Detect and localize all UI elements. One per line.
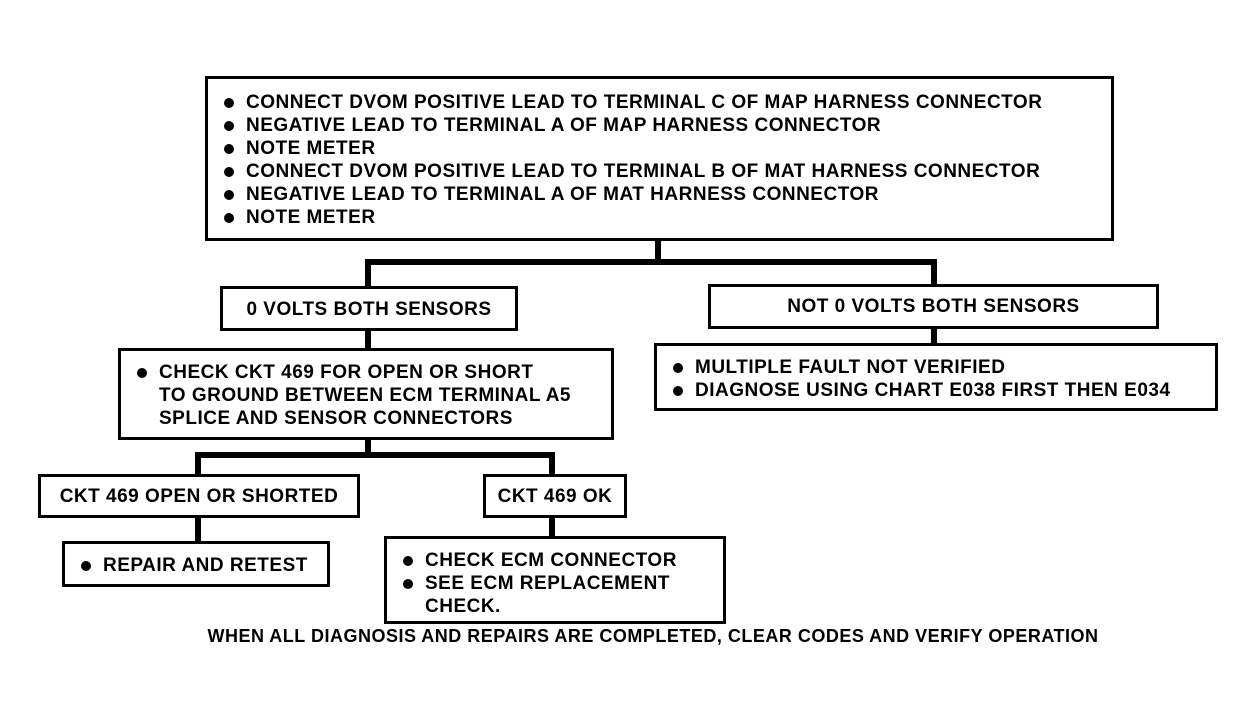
instruction-item: NOTE METER [222,206,1111,229]
connector-right-to-actions [931,326,937,346]
ecm-list: CHECK ECM CONNECTOR SEE ECM REPLACEMENT … [401,549,723,618]
check-circuit-list: CHECK CKT 469 FOR OPEN OR SHORT TO GROUN… [135,361,611,430]
ecm-item: CHECK ECM CONNECTOR [401,549,723,572]
connector-check-bar [195,452,555,458]
zero-volts-box: 0 VOLTS BOTH SENSORS [220,286,518,331]
instruction-item: NOTE METER [222,137,1111,160]
ckt-ok-label: CKT 469 OK [497,486,613,507]
connector-top-bar [365,259,937,265]
repair-list: REPAIR AND RETEST [79,554,327,577]
ecm-box: CHECK ECM CONNECTOR SEE ECM REPLACEMENT … [384,536,726,624]
instructions-box: CONNECT DVOM POSITIVE LEAD TO TERMINAL C… [205,76,1114,241]
instruction-item: CONNECT DVOM POSITIVE LEAD TO TERMINAL C… [222,91,1111,114]
instruction-item: NEGATIVE LEAD TO TERMINAL A OF MAT HARNE… [222,183,1111,206]
instruction-item: CONNECT DVOM POSITIVE LEAD TO TERMINAL B… [222,160,1111,183]
multiple-fault-item: MULTIPLE FAULT NOT VERIFIED [671,356,1215,379]
check-circuit-line-3: SPLICE AND SENSOR CONNECTORS [159,408,513,429]
footer-note: WHEN ALL DIAGNOSIS AND REPAIRS ARE COMPL… [207,626,1099,646]
ecm-item: SEE ECM REPLACEMENT CHECK. [401,572,723,618]
connector-right-drop [931,259,937,287]
zero-volts-label: 0 VOLTS BOTH SENSORS [246,299,492,320]
connector-left-to-check [365,329,371,351]
multiple-fault-box: MULTIPLE FAULT NOT VERIFIED DIAGNOSE USI… [654,343,1218,411]
check-circuit-item: CHECK CKT 469 FOR OPEN OR SHORT TO GROUN… [135,361,611,430]
repair-item: REPAIR AND RETEST [79,554,327,577]
ckt-ok-box: CKT 469 OK [483,474,627,518]
connector-open-to-repair [195,516,201,543]
ecm-item-line-2: CHECK. [425,596,501,617]
not-zero-volts-label: NOT 0 VOLTS BOTH SENSORS [787,296,1080,317]
connector-check-stem [365,438,371,456]
connector-ok-drop [549,452,555,477]
connector-top-stem [655,240,661,262]
ecm-item-line-1: SEE ECM REPLACEMENT [425,573,670,594]
connector-left-drop [365,259,371,289]
ckt-open-box: CKT 469 OPEN OR SHORTED [38,474,360,518]
multiple-fault-list: MULTIPLE FAULT NOT VERIFIED DIAGNOSE USI… [671,356,1215,402]
connector-ok-to-ecm [549,516,555,539]
ckt-open-label: CKT 469 OPEN OR SHORTED [59,486,339,507]
check-circuit-box: CHECK CKT 469 FOR OPEN OR SHORT TO GROUN… [118,348,614,440]
repair-box: REPAIR AND RETEST [62,541,330,587]
instructions-list: CONNECT DVOM POSITIVE LEAD TO TERMINAL C… [222,91,1111,229]
instruction-item: NEGATIVE LEAD TO TERMINAL A OF MAP HARNE… [222,114,1111,137]
connector-open-drop [195,452,201,477]
multiple-fault-item: DIAGNOSE USING CHART E038 FIRST THEN E03… [671,379,1215,402]
check-circuit-line-1: CHECK CKT 469 FOR OPEN OR SHORT [159,362,534,383]
check-circuit-line-2: TO GROUND BETWEEN ECM TERMINAL A5 [159,385,571,406]
not-zero-volts-box: NOT 0 VOLTS BOTH SENSORS [708,284,1159,329]
